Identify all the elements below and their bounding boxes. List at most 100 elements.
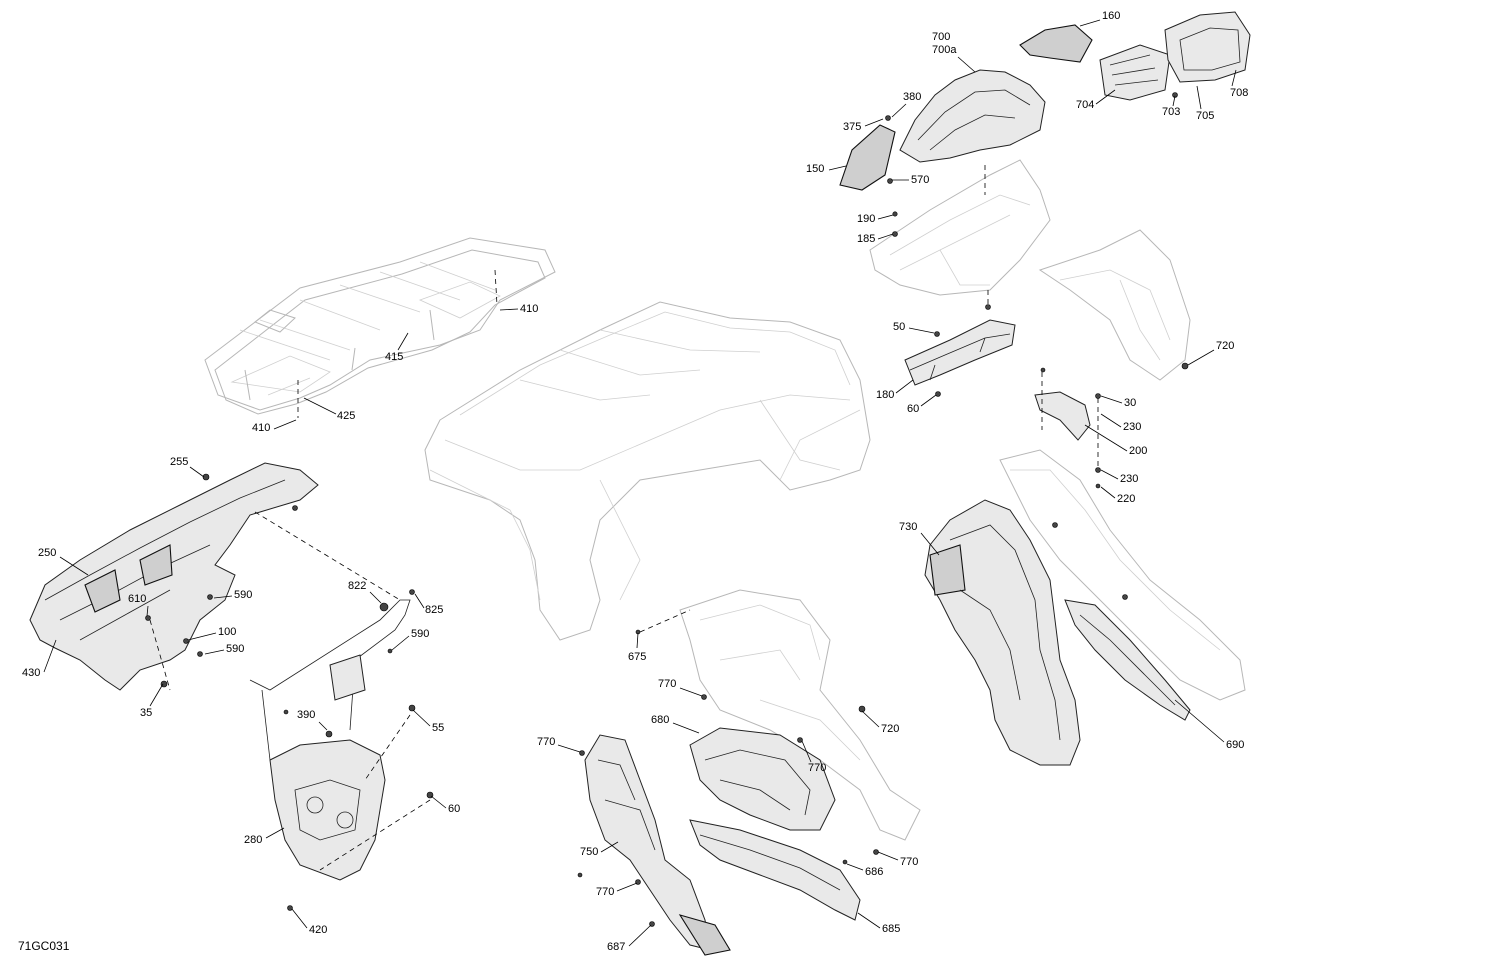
leader-line-c160 <box>1079 19 1101 27</box>
callout-c825: 825 <box>425 604 443 616</box>
front-frame-phantom <box>869 159 1051 296</box>
callout-c686: 686 <box>865 866 883 878</box>
leader-line-c703 <box>1172 95 1176 107</box>
leader-line-c610 <box>146 605 149 617</box>
callout-c770e: 770 <box>596 886 614 898</box>
callout-c410a: 410 <box>520 303 538 315</box>
leader-line-c410b <box>273 419 297 430</box>
front-support-280 <box>269 739 386 881</box>
leader-line-c425 <box>303 397 337 415</box>
leader-line-c590c <box>391 635 410 651</box>
support-180 <box>904 319 1016 386</box>
callout-c750: 750 <box>580 846 598 858</box>
leader-line-c230a <box>1100 413 1122 428</box>
leader-line-c730 <box>920 532 940 556</box>
callout-c687: 687 <box>607 941 625 953</box>
leader-line-c390 <box>318 721 328 731</box>
leader-line-c770c <box>801 740 812 763</box>
reference-code: 71GC031 <box>18 939 70 953</box>
leader-line-c255 <box>189 466 205 478</box>
front-fascia-assembly <box>29 462 319 691</box>
leader-line-c686 <box>846 863 864 871</box>
callout-c390: 390 <box>297 709 315 721</box>
callout-c570: 570 <box>911 174 929 186</box>
callout-c100: 100 <box>218 626 236 638</box>
side-cover-150 <box>839 124 896 191</box>
leader-line-c30 <box>1100 395 1123 404</box>
leader-line-c55 <box>412 709 431 727</box>
front-fascia-250 <box>29 462 319 691</box>
leader-line-c700a <box>957 56 976 73</box>
leader-line-c220 <box>1100 486 1116 499</box>
leader-line-c705 <box>1196 85 1202 110</box>
leader-line-c590b <box>204 649 225 655</box>
leader-line-c704 <box>1095 89 1116 105</box>
callout-c770b: 770 <box>537 736 555 748</box>
callout-c250: 250 <box>38 547 56 559</box>
callout-c425: 425 <box>337 410 355 422</box>
leader-line-c200 <box>1084 424 1128 452</box>
callout-c280: 280 <box>244 834 262 846</box>
leader-line-c720b <box>861 710 880 728</box>
callout-c770d: 770 <box>900 856 918 868</box>
callout-c690: 690 <box>1226 739 1244 751</box>
leader-line-c185 <box>877 233 894 240</box>
side-panel-730 <box>924 499 1081 766</box>
leader-line-c690 <box>1174 699 1225 743</box>
leader-line-c822 <box>369 591 382 604</box>
leader-line-c687 <box>628 924 652 947</box>
leader-line-c60a <box>920 394 937 407</box>
leader-line-c410a <box>499 308 519 311</box>
callout-c590c: 590 <box>411 628 429 640</box>
leader-line-c675 <box>636 632 639 649</box>
callout-c770c: 770 <box>808 762 826 774</box>
leader-line-c150 <box>828 165 847 171</box>
callout-c200: 200 <box>1129 445 1147 457</box>
front-support-assembly <box>249 589 434 911</box>
center-fender-phantom <box>679 589 921 841</box>
callout-c590a: 590 <box>234 589 252 601</box>
leader-line-c375 <box>864 118 884 127</box>
callout-c150: 150 <box>806 163 824 175</box>
leader-line-c770a <box>679 687 703 697</box>
inner-panel-680 <box>689 727 836 831</box>
side-panel-assembly <box>924 499 1191 766</box>
leader-line-c100 <box>187 632 217 641</box>
callout-c420: 420 <box>309 924 327 936</box>
callout-c720b: 720 <box>881 723 899 735</box>
leader-line-c180 <box>895 379 914 394</box>
callout-c704: 704 <box>1076 99 1094 111</box>
callout-c180: 180 <box>876 389 894 401</box>
callout-c410b: 410 <box>252 422 270 434</box>
leader-line-c190 <box>877 214 894 220</box>
callout-c700: 700 <box>932 31 950 43</box>
leader-line-c770d <box>877 851 899 861</box>
callout-c375: 375 <box>843 121 861 133</box>
handlebar-cover-700 <box>899 69 1046 163</box>
side-panel-690 <box>1064 599 1191 721</box>
callout-c50: 50 <box>893 321 905 333</box>
visor-160 <box>1019 24 1093 63</box>
callout-c55: 55 <box>432 722 444 734</box>
callout-c430: 430 <box>22 667 40 679</box>
callout-c708: 708 <box>1230 87 1248 99</box>
callout-c730: 730 <box>899 521 917 533</box>
assembly-guide-lines <box>149 165 1099 871</box>
callout-c255: 255 <box>170 456 188 468</box>
callout-c675: 675 <box>628 651 646 663</box>
callout-c590b: 590 <box>226 643 244 655</box>
leader-line-c415 <box>397 332 409 351</box>
leader-line-c770b <box>557 744 581 753</box>
cluster-708 <box>1164 11 1251 83</box>
callout-c685: 685 <box>882 923 900 935</box>
bracket-200 <box>1034 391 1091 441</box>
leader-line-c680 <box>672 722 700 734</box>
callout-c703: 703 <box>1162 106 1180 118</box>
leader-line-c50 <box>908 327 935 334</box>
rear-fender-phantom <box>424 301 871 641</box>
callout-c610: 610 <box>128 593 146 605</box>
leader-line-c280 <box>265 827 285 839</box>
callout-c822: 822 <box>348 580 366 592</box>
callout-c705: 705 <box>1196 110 1214 122</box>
